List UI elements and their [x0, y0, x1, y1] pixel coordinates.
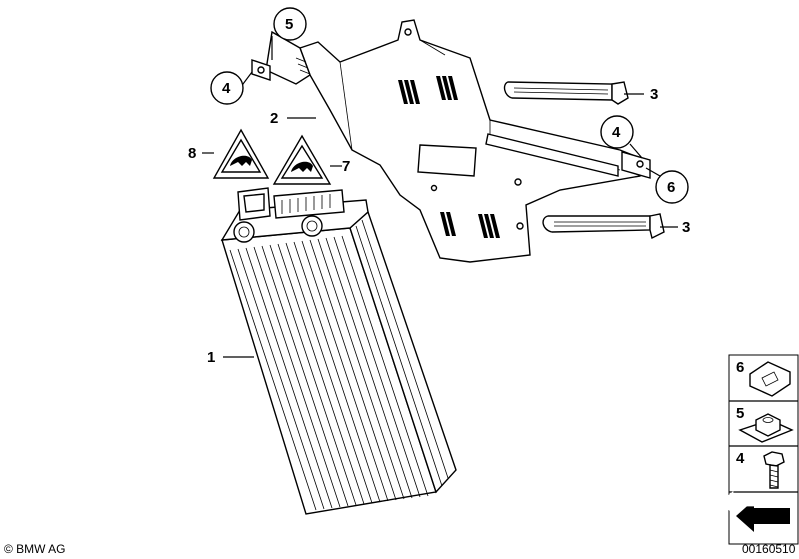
legend-number-5: 5	[736, 405, 744, 422]
callout-4-left-circle: 4	[210, 71, 244, 105]
legend-number-4: 4	[736, 450, 745, 467]
u-clip-icon	[749, 361, 791, 397]
callout-3-upper: 3	[650, 86, 658, 103]
clip-nut-left[interactable]	[251, 59, 271, 81]
callout-1: 1	[207, 349, 215, 366]
legend-item-5[interactable]: 5	[736, 405, 794, 443]
amplifier-cooling-fins	[229, 219, 449, 511]
strap-lower[interactable]	[542, 213, 665, 240]
callout-5: 5	[285, 16, 293, 33]
strap-upper[interactable]	[503, 81, 629, 105]
callout-3-lower: 3	[682, 219, 690, 236]
diagram-number: 00160510	[742, 542, 796, 556]
warning-label-right[interactable]	[272, 134, 332, 185]
callout-6: 6	[667, 179, 675, 196]
callout-2: 2	[270, 110, 278, 127]
legend-number-6: 6	[736, 359, 744, 376]
callout-4-right-circle: 4	[600, 115, 634, 149]
copyright-text: © BMW AG	[4, 542, 66, 556]
callout-7: 7	[342, 158, 350, 175]
bracket-vent-slots	[398, 76, 500, 238]
hex-bolt-icon	[763, 451, 785, 467]
callout-leaders	[202, 36, 678, 358]
callout-4-left: 4	[222, 80, 231, 97]
hardware-legend: 6 5 4	[719, 354, 799, 545]
mounting-bracket[interactable]	[265, 19, 641, 263]
legend-item-6[interactable]: 6	[736, 359, 791, 397]
next-page-arrow-icon[interactable]	[719, 490, 790, 532]
amplifier-unit[interactable]	[220, 187, 457, 515]
warning-label-left[interactable]	[212, 128, 270, 179]
callout-6-circle: 6	[655, 170, 689, 204]
callout-5-circle: 5	[273, 7, 307, 41]
callout-4-right: 4	[612, 124, 621, 141]
callout-8: 8	[188, 145, 196, 162]
legend-item-4[interactable]: 4	[736, 450, 785, 489]
